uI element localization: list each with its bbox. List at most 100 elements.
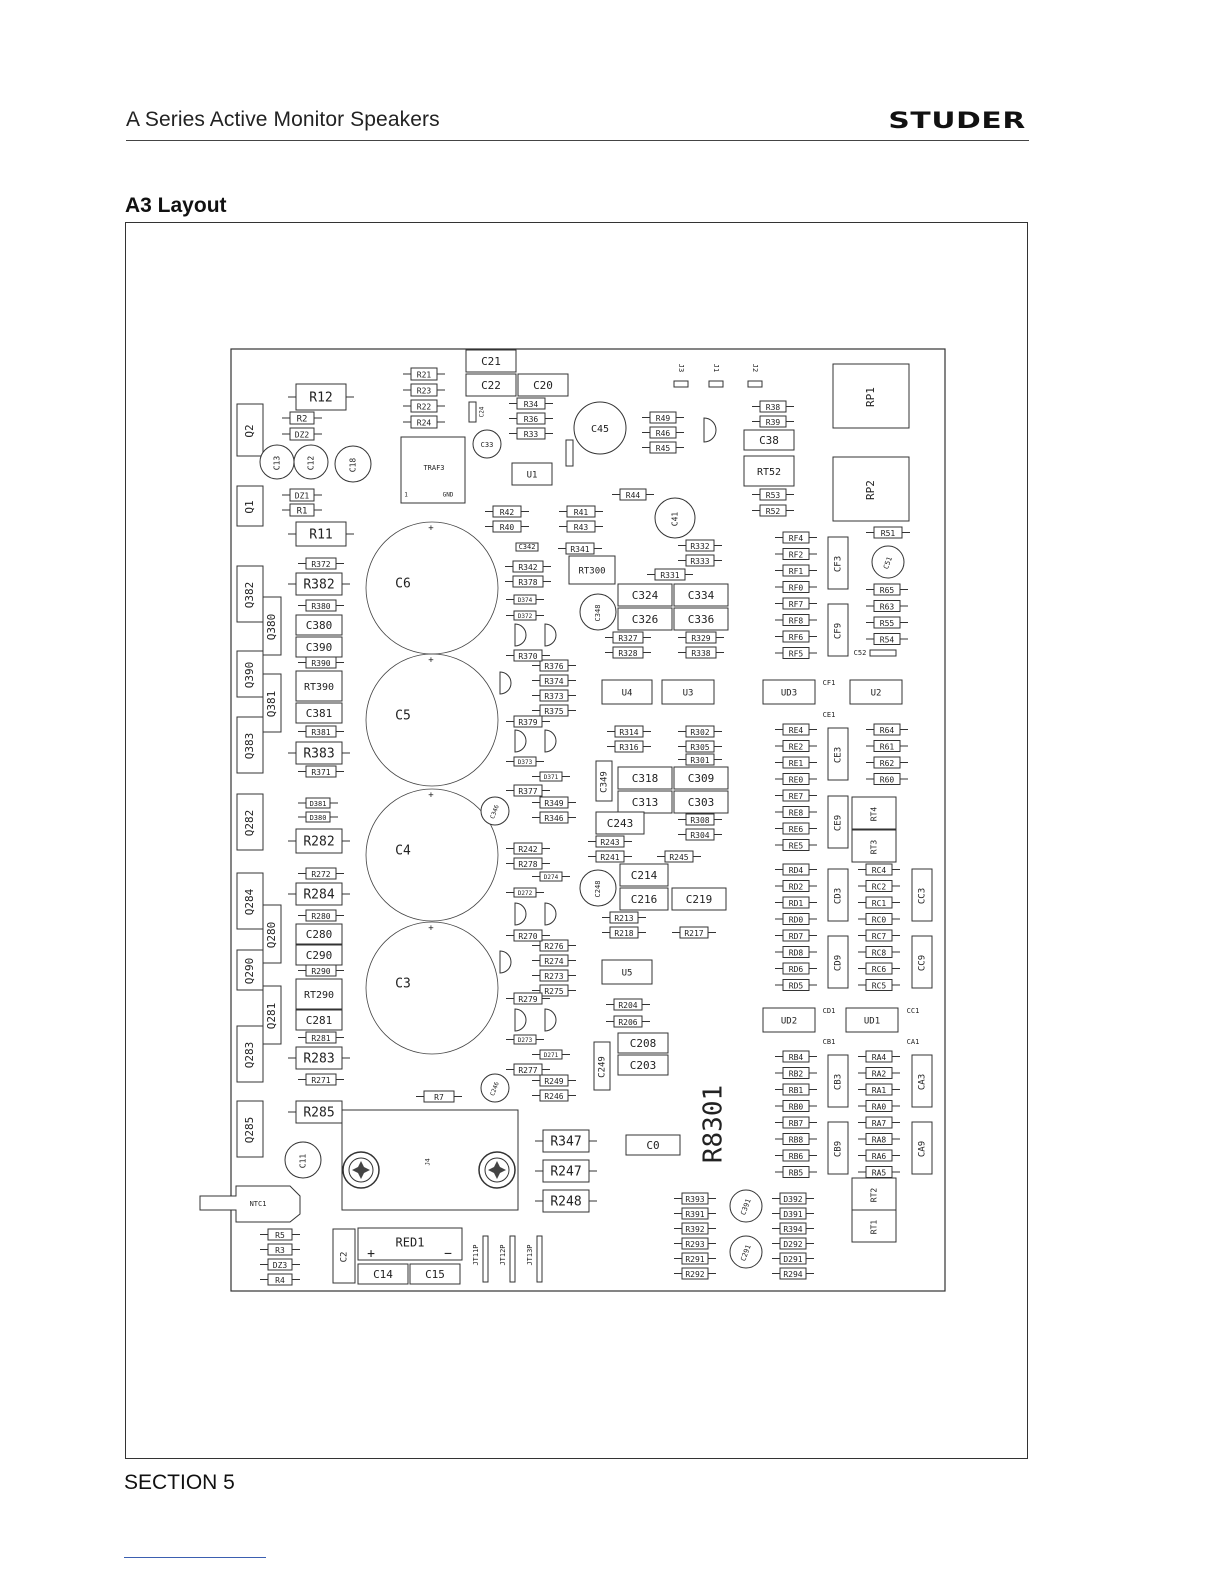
component-label: RD4 [789,866,804,875]
component-label: R331 [660,571,679,580]
resistor-footprint [513,784,543,797]
component-label: RA4 [872,1053,887,1062]
resistor-footprint [513,857,543,870]
resistor-footprint [873,583,901,596]
component-footprint [911,1054,933,1108]
component-label: RC1 [872,899,887,908]
component-footprint [762,1007,816,1033]
resistor-footprint [865,929,893,942]
component-footprint [295,923,343,945]
component-footprint [827,536,849,590]
resistor-footprint [782,531,810,544]
resistor-footprint [612,646,644,659]
component-label: R40 [500,523,515,532]
component-label: JT12P [499,1244,507,1265]
component-footprint [617,1032,669,1054]
resistor-footprint [295,741,343,765]
component-label: RD5 [789,982,804,991]
component-label: R314 [619,728,638,737]
resistor-footprint [267,1258,293,1271]
component-label: R45 [656,444,671,453]
component-label: RD1 [789,899,804,908]
resistor-footprint [267,1228,293,1241]
component-label: R280 [311,912,330,921]
component-label: R241 [600,853,619,862]
capacitor-footprint [293,444,329,480]
component-footprint [295,670,343,702]
resistor-footprint [782,581,810,593]
component-label: C12 [307,456,316,471]
resistor-footprint [782,1116,810,1129]
resistor-footprint [305,964,337,977]
resistor-footprint [782,1083,810,1096]
component-label: R275 [544,987,563,996]
component-label: R242 [518,845,537,854]
component-label: Q383 [243,733,256,760]
component-label: R24 [417,419,432,428]
resistor-footprint [873,756,901,769]
resistor-footprint [865,1149,893,1162]
component-label: R381 [311,728,330,737]
resistor-footprint [410,399,438,413]
resistor-footprint [295,828,343,854]
resistor-footprint [565,542,595,555]
component-label: RA8 [872,1136,887,1145]
component-label: D271 [544,1052,559,1059]
resistor-footprint [295,882,343,906]
resistor-footprint [295,383,347,411]
component-label: − [444,1247,452,1262]
capacitor-footprint [573,401,627,455]
resistor-footprint [865,913,893,925]
component-label: + [428,924,434,934]
component-footprint [568,555,616,585]
screw-cross [352,1161,370,1179]
resistor-footprint [542,1189,590,1213]
large-capacitor [365,921,499,1055]
component-label: Q282 [243,810,256,837]
component-label: R49 [656,414,671,423]
component-footprint [743,429,795,451]
component-label: R304 [690,831,709,840]
component-label: R206 [618,1018,637,1027]
resistor-footprint [595,835,625,848]
resistor-footprint [649,426,677,439]
transistor-outline [544,902,557,926]
resistor-footprint [681,1267,709,1280]
resistor-footprint [295,521,347,547]
resistor-footprint [782,1149,810,1162]
component-label: Q280 [265,922,278,949]
resistor-footprint [873,600,901,612]
brand-logo: STUDER [888,109,1026,134]
component-footprint [671,887,727,911]
component-label: D373 [518,759,533,766]
component-label: R21 [417,371,432,380]
resistor-footprint [295,572,343,596]
resistor-footprint [595,850,625,863]
component-label: U2 [871,689,882,699]
resistor-footprint [539,939,569,952]
component-footprint [851,1209,897,1243]
component-footprint [262,596,282,656]
component-label: CB3 [834,1074,844,1090]
component-label: R277 [518,1066,537,1075]
component-label: C349 [600,771,610,793]
component-label: R285 [303,1106,334,1121]
resistor-footprint [542,1129,590,1153]
component-label: R379 [518,718,537,727]
component-label: U1 [527,471,538,481]
component-footprint [409,1263,461,1285]
resistor-footprint [782,548,810,560]
component-label: RC0 [872,916,887,925]
resistor-footprint [305,811,331,823]
component-label: UD2 [781,1017,797,1027]
component-label: R316 [619,743,638,752]
component-footprint [262,673,282,733]
component-label: C290 [306,949,333,962]
transistor-outline [544,623,557,647]
component-label: R284 [303,888,334,903]
resistor-footprint [539,954,569,967]
component-label: C249 [598,1056,608,1078]
component-label: R373 [544,692,563,701]
resistor-footprint [513,992,543,1005]
component-label: R380 [311,602,330,611]
